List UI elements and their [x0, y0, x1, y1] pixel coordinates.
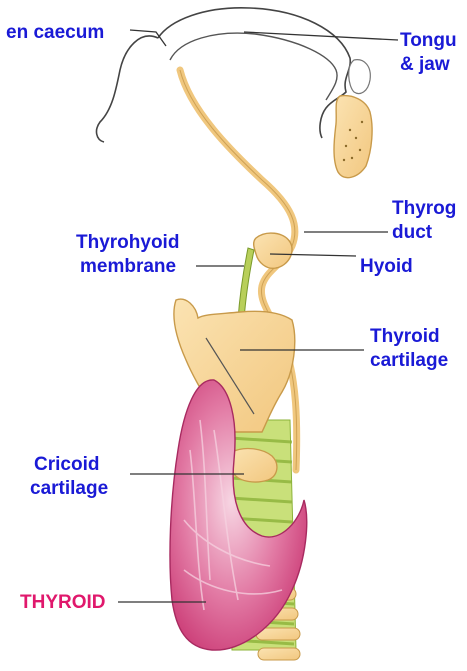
label-thyroid-cartilage-line1: Thyroid: [370, 326, 440, 347]
label-duct-line1: Thyrog: [392, 198, 456, 219]
thyrohyoid-membrane: [238, 248, 254, 320]
leader-foramen-caecum: [130, 30, 166, 46]
hyoid-bone: [254, 233, 292, 268]
label-thyroid-cartilage-line2: cartilage: [370, 350, 448, 371]
label-cricoid-line1: Cricoid: [34, 454, 99, 475]
jaw-bone: [334, 96, 372, 178]
face-profile-outline: [97, 36, 158, 142]
label-cricoid-line2: cartilage: [30, 478, 108, 499]
label-tongue-line2: & jaw: [400, 54, 450, 75]
label-tongue-line1: Tongu: [400, 30, 457, 51]
label-thyroid-gland: THYROID: [20, 592, 106, 613]
tooth: [349, 60, 371, 94]
label-thyrohyoid-line1: Thyrohyoid: [76, 232, 179, 253]
label-hyoid: Hyoid: [360, 256, 413, 277]
label-foramen-caecum: en caecum: [6, 22, 104, 43]
label-duct-line2: duct: [392, 222, 433, 243]
label-thyrohyoid-line2: membrane: [80, 256, 176, 277]
tongue-outline: [170, 33, 337, 100]
head-outline: [158, 8, 350, 138]
